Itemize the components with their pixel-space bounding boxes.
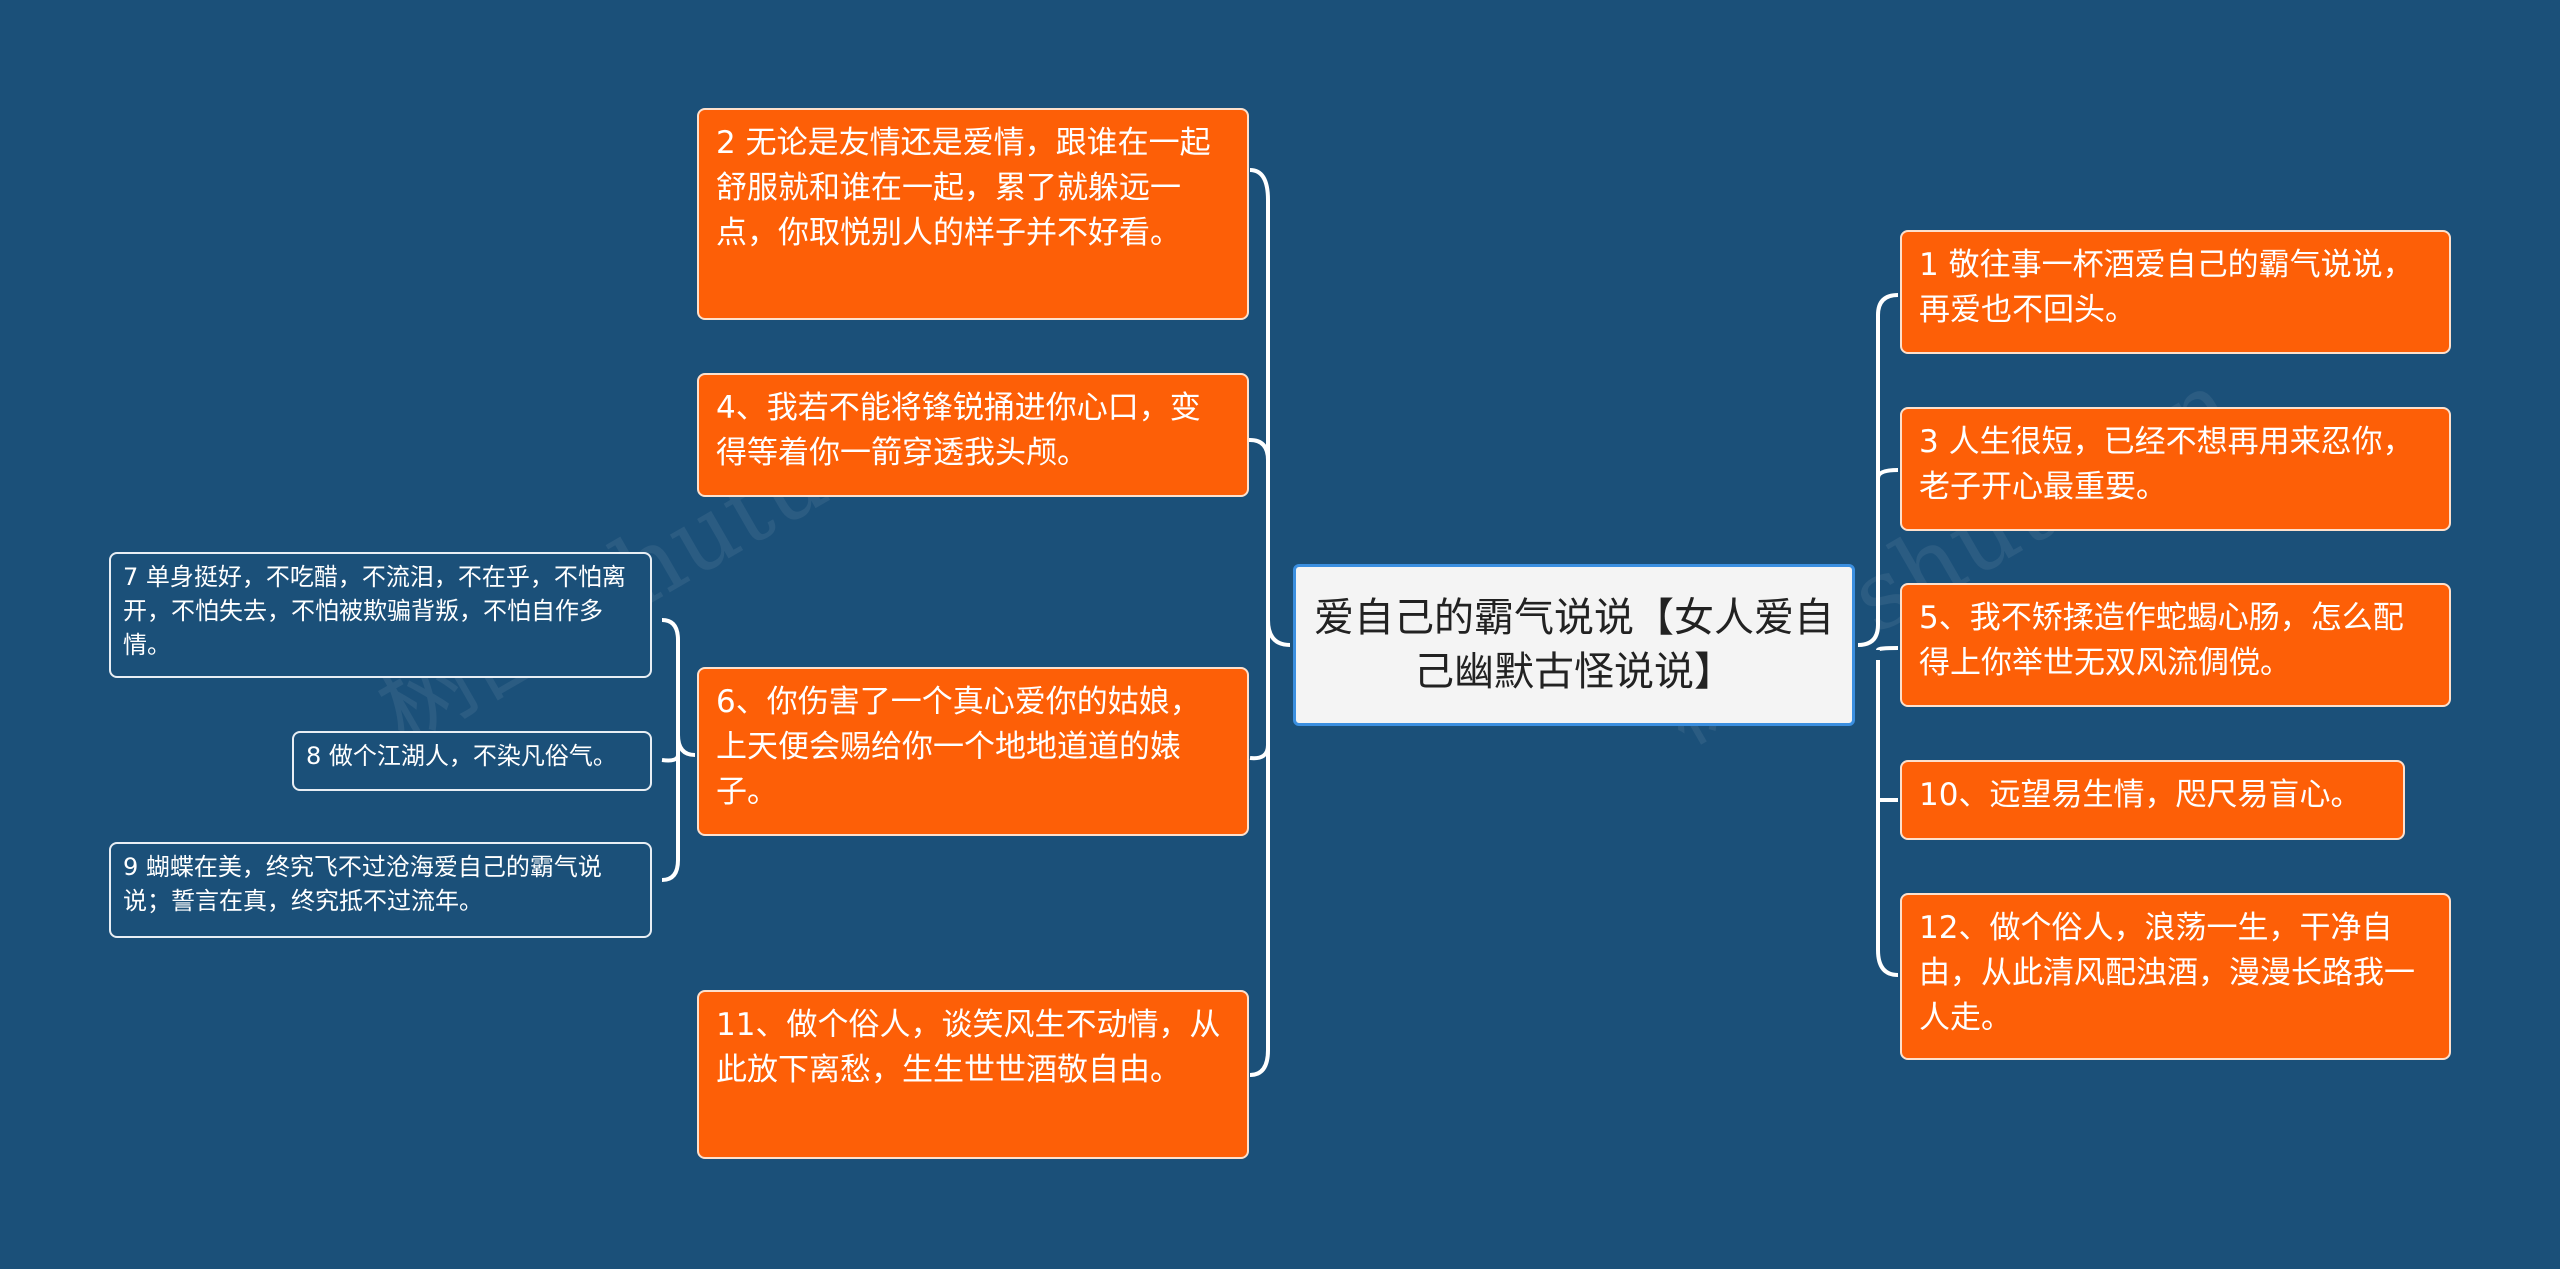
branch-node-5[interactable]: 5、我不矫揉造作蛇蝎心肠，怎么配得上你举世无双风流倜傥。: [1900, 583, 2451, 707]
sub-node-7[interactable]: 7 单身挺好，不吃醋，不流泪，不在乎，不怕离开，不怕失去，不怕被欺骗背叛，不怕自…: [109, 552, 652, 678]
branch-text: 4、我若不能将锋锐捅进你心口，变得等着你一箭穿透我头颅。: [716, 390, 1201, 471]
branch-text: 10、远望易生情，咫尺易盲心。: [1919, 777, 2362, 813]
branch-text: 2 无论是友情还是爱情，跟谁在一起舒服就和谁在一起，累了就躲远一点，你取悦别人的…: [716, 125, 1211, 251]
sub-text: 8 做个江湖人，不染凡俗气。: [306, 742, 617, 770]
branch-node-11[interactable]: 11、做个俗人，谈笑风生不动情，从此放下离愁，生生世世酒敬自由。: [697, 990, 1249, 1159]
branch-text: 1 敬往事一杯酒爱自己的霸气说说，再爱也不回头。: [1919, 247, 2414, 328]
branch-node-12[interactable]: 12、做个俗人，浪荡一生，干净自由，从此清风配浊酒，漫漫长路我一人走。: [1900, 893, 2451, 1060]
sub-node-9[interactable]: 9 蝴蝶在美，终究飞不过沧海爱自己的霸气说说；誓言在真，终究抵不过流年。: [109, 842, 652, 938]
branch-node-6[interactable]: 6、你伤害了一个真心爱你的姑娘，上天便会赐给你一个地地道道的婊子。: [697, 667, 1249, 836]
sub-text: 9 蝴蝶在美，终究飞不过沧海爱自己的霸气说说；誓言在真，终究抵不过流年。: [123, 853, 602, 915]
branch-text: 5、我不矫揉造作蛇蝎心肠，怎么配得上你举世无双风流倜傥。: [1919, 600, 2404, 681]
branch-text: 11、做个俗人，谈笑风生不动情，从此放下离愁，生生世世酒敬自由。: [716, 1007, 1221, 1088]
branch-node-10[interactable]: 10、远望易生情，咫尺易盲心。: [1900, 760, 2405, 840]
sub-text: 7 单身挺好，不吃醋，不流泪，不在乎，不怕离开，不怕失去，不怕被欺骗背叛，不怕自…: [123, 563, 626, 659]
left-sub-bracket: [661, 618, 696, 882]
central-topic-text: 爱自己的霸气说说【女人爱自己幽默古怪说说】: [1314, 595, 1834, 695]
branch-text: 6、你伤害了一个真心爱你的姑娘，上天便会赐给你一个地地道道的婊子。: [716, 684, 1201, 810]
sub-node-8[interactable]: 8 做个江湖人，不染凡俗气。: [292, 731, 652, 791]
central-topic[interactable]: 爱自己的霸气说说【女人爱自己幽默古怪说说】: [1293, 564, 1855, 726]
branch-text: 3 人生很短，已经不想再用来忍你，老子开心最重要。: [1919, 424, 2414, 505]
left-bracket: [1247, 168, 1291, 1077]
branch-node-2[interactable]: 2 无论是友情还是爱情，跟谁在一起舒服就和谁在一起，累了就躲远一点，你取悦别人的…: [697, 108, 1249, 320]
branch-node-3[interactable]: 3 人生很短，已经不想再用来忍你，老子开心最重要。: [1900, 407, 2451, 531]
branch-text: 12、做个俗人，浪荡一生，干净自由，从此清风配浊酒，漫漫长路我一人走。: [1919, 910, 2415, 1036]
right-bracket: [1857, 293, 1899, 977]
branch-node-1[interactable]: 1 敬往事一杯酒爱自己的霸气说说，再爱也不回头。: [1900, 230, 2451, 354]
branch-node-4[interactable]: 4、我若不能将锋锐捅进你心口，变得等着你一箭穿透我头颅。: [697, 373, 1249, 497]
